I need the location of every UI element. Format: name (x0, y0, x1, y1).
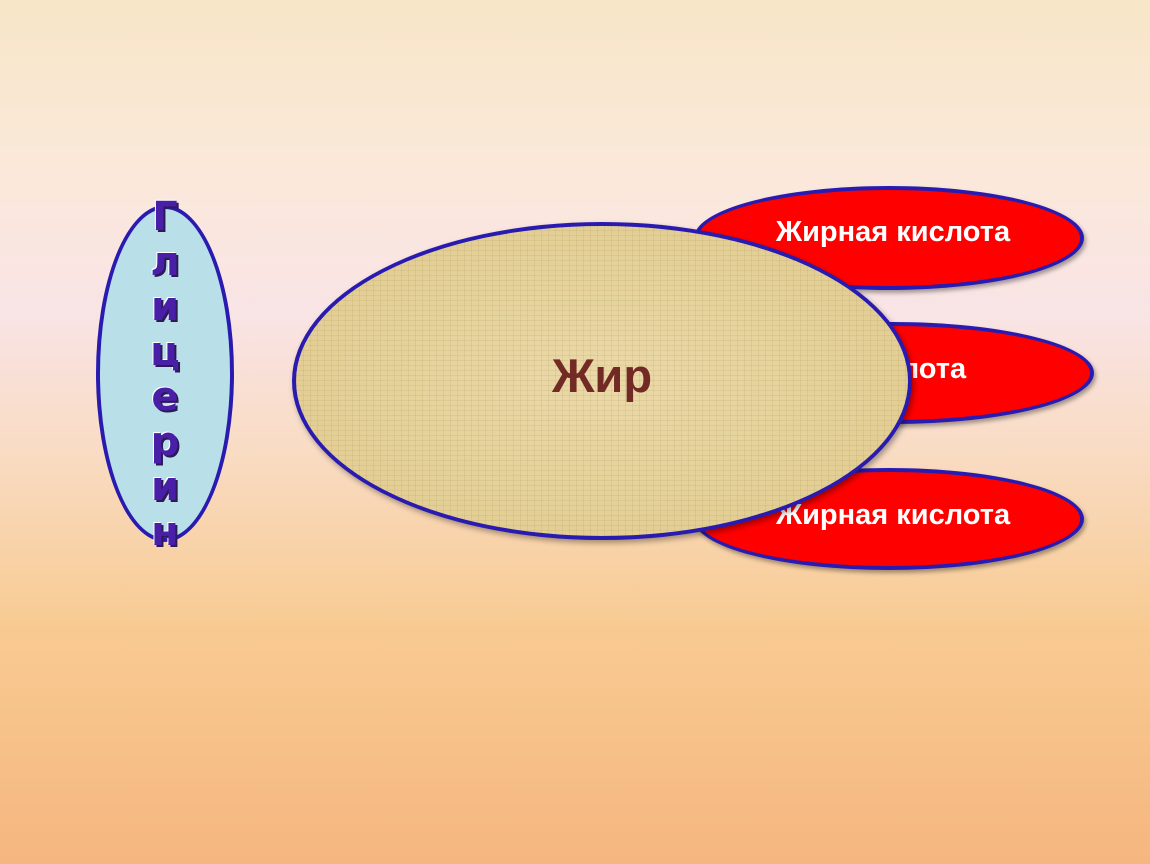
fatty-acid-label-1: Жирная кислота (775, 215, 1011, 248)
fat-label: Жир (551, 348, 653, 402)
fatty-acid-label-3: Жирная кислота (775, 498, 1011, 531)
fat-ellipse: Жир (292, 222, 912, 540)
glycerol-label: Глицерин (142, 193, 188, 554)
glycerol-ellipse: Глицерин (96, 194, 234, 554)
